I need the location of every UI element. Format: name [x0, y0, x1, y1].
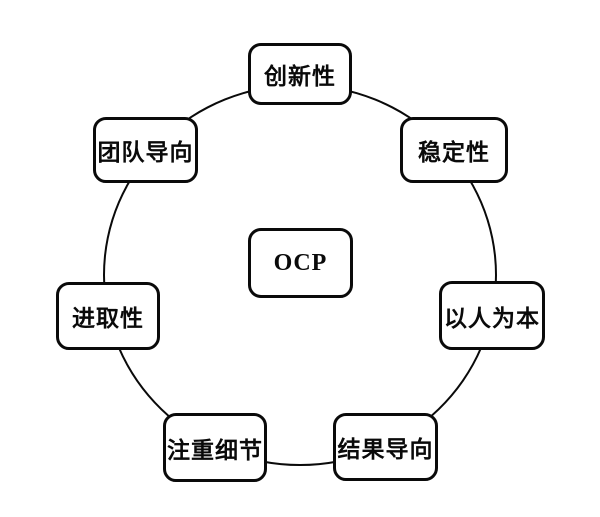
node-team-oriented: 团队导向	[93, 117, 198, 183]
node-result-oriented: 结果导向	[333, 413, 438, 481]
node-people-oriented: 以人为本	[439, 281, 545, 350]
node-detail-oriented: 注重细节	[163, 413, 267, 482]
node-innovation: 创新性	[248, 43, 352, 105]
node-enterprising: 进取性	[56, 282, 160, 350]
node-center-ocp: OCP	[248, 228, 353, 298]
node-stability: 稳定性	[400, 117, 508, 183]
